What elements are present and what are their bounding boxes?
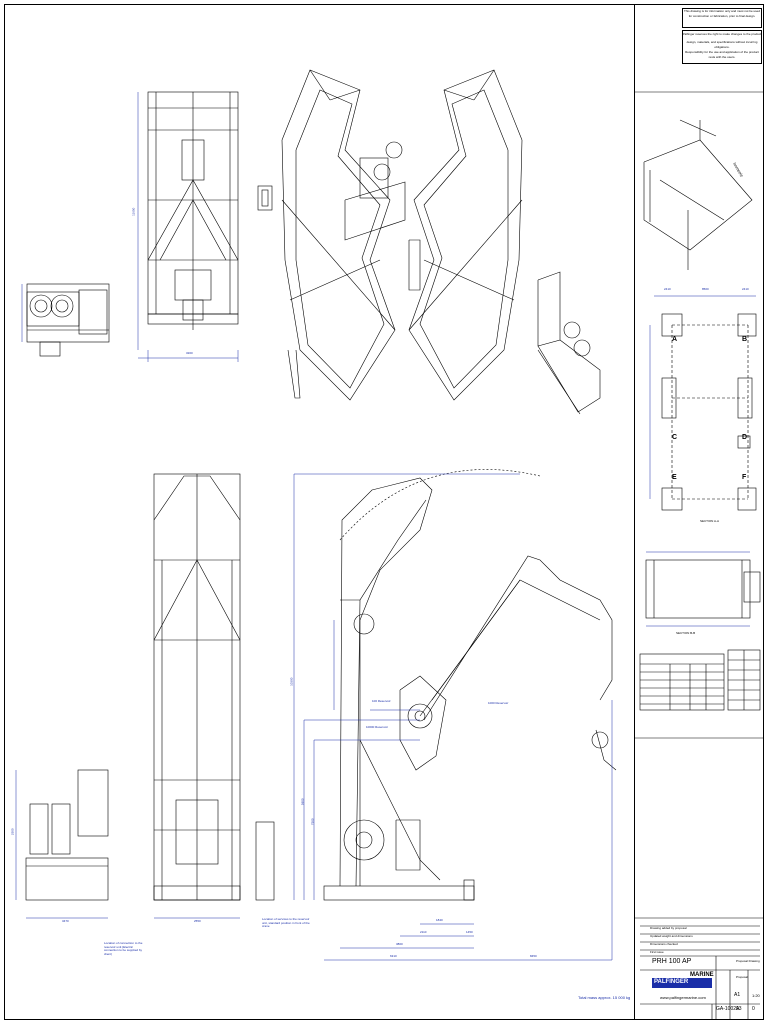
front-elevation-bottom	[153, 473, 275, 901]
bottom-width-5: 3800	[396, 942, 403, 946]
callout-left: Location of connection to the reservoir …	[104, 941, 143, 956]
bottom-width-1: 3470	[62, 919, 69, 923]
grid-label-b: B	[742, 336, 748, 343]
revision-2: Updated weight and dimensions	[650, 934, 693, 938]
product-name: PRH 100 AP	[652, 958, 692, 965]
revision-1: Drawing added by proposal	[650, 926, 687, 930]
isometric-view-right	[408, 69, 523, 401]
revision-number: 0	[752, 1006, 755, 1012]
radius-label-3: 1000 Reservoir	[488, 701, 509, 705]
grid-label-a: A	[672, 336, 678, 343]
plan-view	[661, 313, 757, 511]
crane-side-elevation	[323, 469, 617, 901]
drawing-status: Proposal	[736, 975, 748, 979]
bottom-width-4: 2110	[420, 930, 427, 934]
front-height-dim: 11650	[131, 207, 136, 216]
grid-label-f: F	[742, 474, 747, 481]
drawing-number: GA-100293	[716, 1006, 742, 1012]
drawing-border	[4, 4, 764, 1020]
drawing-type: Proposal Drawing	[736, 959, 760, 963]
plan-dim-1: 2410	[664, 287, 671, 291]
spec-tables	[639, 649, 761, 711]
brand-name-1: PALFINGER	[654, 979, 689, 985]
notice-line-1: This drawing is for information only and…	[683, 9, 761, 13]
bottom-width-2: 2550	[194, 919, 201, 923]
grid-label-d: D	[742, 434, 748, 441]
front-width-dim: 3200	[186, 351, 193, 355]
plan-dim-2: 8500	[702, 287, 709, 291]
revision-letter: A	[736, 1006, 740, 1012]
side-height-dim-4: 10300	[289, 677, 294, 686]
notice-line-4: design, materials, and specifications wi…	[686, 40, 758, 49]
side-height-dim-2: 5800	[300, 798, 305, 806]
notice-box	[682, 8, 762, 28]
company-url: www.palfingermarine.com	[660, 995, 706, 1000]
bottom-width-3: 1840	[436, 918, 443, 922]
drawing-scale: 1:20	[752, 993, 760, 998]
bottom-width-8: 1450	[466, 930, 473, 934]
notice-line-2: for construction or fabrication, prior t…	[688, 14, 756, 18]
plan-dim-3: 2410	[742, 287, 749, 291]
isometric-view-left	[281, 69, 406, 401]
bottom-width-6: 6310	[390, 954, 397, 958]
section-view	[645, 559, 761, 619]
brand-name-2: MARINE	[690, 972, 714, 978]
power-unit-side-view	[25, 769, 109, 901]
title-block-column	[634, 4, 764, 1020]
power-unit-isometric	[537, 271, 601, 415]
pedestal-isometric	[643, 119, 753, 270]
disclaimer-box	[682, 30, 762, 64]
front-elevation-top	[147, 91, 273, 330]
revision-4: First issue	[650, 950, 664, 954]
sheet-size: A1	[734, 992, 741, 998]
callout-right: Location of services to the reservoir un…	[262, 917, 310, 928]
notice-line-5: Responsibility for the use and applicati…	[685, 50, 759, 59]
bottom-width-7: 8450	[530, 954, 537, 958]
section-label-b: SECTION B-B	[676, 631, 696, 635]
brand-logo	[652, 978, 712, 988]
revision-3: Dimensions checked	[650, 942, 678, 946]
title-block-grid	[640, 925, 760, 1020]
section-label-a: SECTION A-A	[700, 519, 720, 523]
mass-note: Total mass approx. 15 000 kg	[578, 995, 631, 1000]
grid-label-e: E	[672, 474, 677, 481]
side-height-dim-1: 2500	[10, 828, 15, 836]
power-unit-top-view	[26, 283, 110, 357]
radius-label-1: 100 Reservoir	[372, 699, 391, 703]
notice-line-3: Palfinger reserves the right to make cha…	[682, 32, 762, 36]
radius-label-2: 10000 Reservoir	[366, 725, 389, 729]
grid-label-c: C	[672, 434, 678, 441]
side-height-dim-3: 7500	[310, 818, 315, 826]
